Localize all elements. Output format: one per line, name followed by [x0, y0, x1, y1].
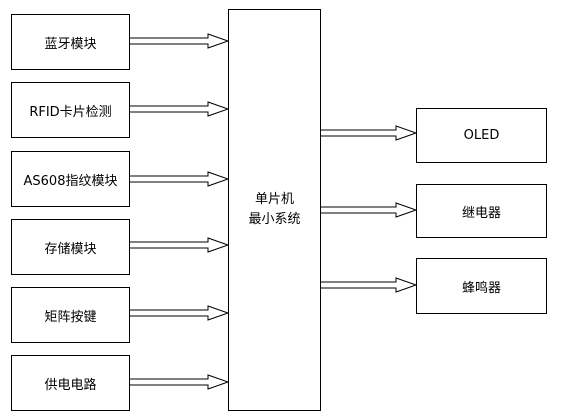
mcu-minimum-system-box: 单片机 最小系统	[228, 9, 321, 411]
arrow-relay	[319, 202, 418, 218]
arrow-fingerprint	[128, 171, 230, 187]
fingerprint-module-label: AS608指纹模块	[23, 173, 118, 189]
arrow-rfid	[128, 101, 230, 117]
power-circuit-label: 供电电路	[44, 377, 97, 393]
buzzer-box: 蜂鸣器	[416, 258, 547, 314]
matrix-keypad-box: 矩阵按键	[11, 287, 130, 343]
matrix-keypad-label: 矩阵按键	[44, 309, 97, 325]
storage-module-label: 存储模块	[44, 241, 97, 257]
arrow-bluetooth	[128, 33, 230, 49]
relay-label: 继电器	[461, 205, 501, 221]
arrow-keypad	[128, 305, 230, 321]
power-circuit-box: 供电电路	[11, 355, 130, 411]
rfid-detection-label: RFID卡片检测	[29, 104, 112, 120]
mcu-title-line1: 单片机	[254, 192, 294, 207]
buzzer-label: 蜂鸣器	[461, 280, 501, 296]
arrow-power	[128, 374, 230, 390]
bluetooth-module-box: 蓝牙模块	[11, 14, 130, 70]
arrow-buzzer	[319, 277, 418, 293]
relay-box: 继电器	[416, 184, 547, 238]
oled-label: OLED	[463, 128, 500, 143]
oled-box: OLED	[416, 108, 547, 163]
rfid-detection-box: RFID卡片检测	[11, 82, 130, 138]
mcu-title-line2: 最小系统	[248, 212, 301, 227]
storage-module-box: 存储模块	[11, 219, 130, 275]
arrow-oled	[319, 125, 418, 141]
bluetooth-module-label: 蓝牙模块	[44, 36, 97, 52]
fingerprint-module-box: AS608指纹模块	[11, 151, 130, 207]
arrow-storage	[128, 237, 230, 253]
